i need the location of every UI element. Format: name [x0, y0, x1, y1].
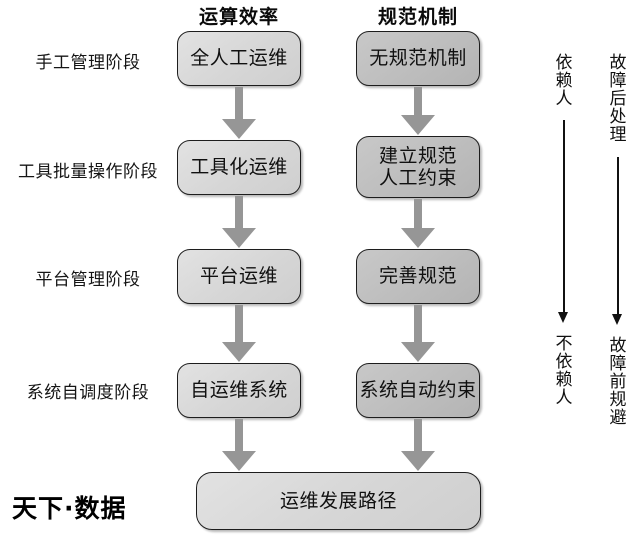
node-self-ops-system[interactable]: 自运维系统: [177, 363, 301, 418]
stage-label-manual: 手工管理阶段: [35, 53, 141, 73]
flow-arrow-right-3: [401, 305, 435, 362]
node-system-auto-constraint[interactable]: 系统自动约束: [356, 363, 480, 418]
node-all-manual-ops[interactable]: 全人工运维: [177, 31, 301, 86]
stage-label-tooling: 工具批量操作阶段: [18, 162, 158, 182]
node-ops-development-path[interactable]: 运维发展路径: [196, 472, 481, 530]
flow-arrow-left-3: [222, 305, 256, 362]
node-tool-based-ops[interactable]: 工具化运维: [177, 140, 301, 195]
flow-arrow-left-2: [222, 196, 256, 248]
column-header-mechanism: 规范机制: [377, 6, 458, 28]
fault-handling-axis: 故 障 后 处 理 故 障 前 规 避: [604, 54, 632, 474]
node-platform-ops[interactable]: 平台运维: [177, 249, 301, 304]
dependency-axis: 依 赖 人 不 依 赖 人: [550, 54, 578, 454]
stage-label-platform: 平台管理阶段: [35, 270, 141, 290]
fault-axis-top-label: 故 障 后 处 理: [609, 53, 627, 146]
flow-arrow-left-4: [222, 419, 256, 471]
flow-arrow-right-1: [401, 87, 435, 135]
node-no-standard-mechanism[interactable]: 无规范机制: [356, 31, 480, 86]
fault-axis-bottom-label: 故 障 前 规 避: [609, 336, 627, 429]
node-establish-standard-manual-constraint[interactable]: 建立规范 人工约束: [356, 136, 480, 198]
dependency-axis-bottom-label: 不 依 赖 人: [555, 334, 573, 409]
flow-arrow-left-1: [222, 87, 256, 139]
watermark-logo: 天下·数据: [12, 494, 127, 523]
dependency-axis-top-label: 依 赖 人: [555, 53, 573, 110]
flow-arrow-right-2: [401, 199, 435, 248]
flow-arrow-right-4: [401, 419, 435, 471]
column-header-efficiency: 运算效率: [198, 6, 279, 28]
stage-label-self-scheduling: 系统自调度阶段: [26, 383, 150, 403]
node-perfect-standard[interactable]: 完善规范: [356, 249, 480, 304]
